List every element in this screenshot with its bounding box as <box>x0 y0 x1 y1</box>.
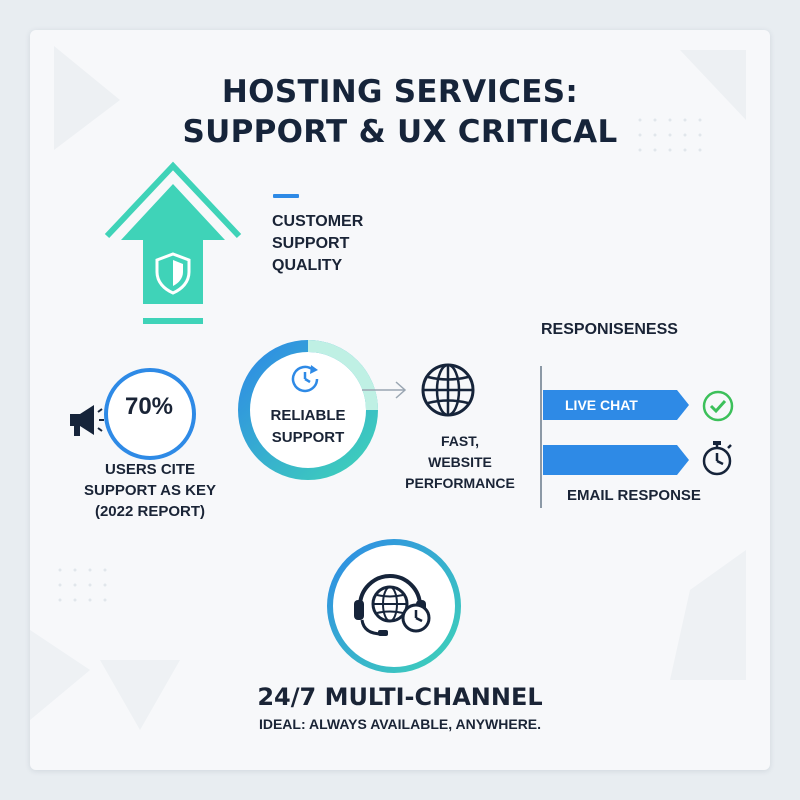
checkmark-icon <box>702 390 734 422</box>
perf-line-1: FAST, <box>440 433 480 449</box>
multichannel-title: 24/7 MULTI-CHANNEL <box>257 683 543 711</box>
stat-line-3: (2022 REPORT) <box>94 503 206 520</box>
accent-dash <box>273 194 299 198</box>
reliable-support-label: RELIABLE SUPPORT <box>246 405 370 449</box>
responsiveness-axis <box>540 366 542 508</box>
globe-icon <box>421 363 475 417</box>
clock-refresh-icon <box>291 365 319 393</box>
house-arrow-shield-icon <box>104 161 242 324</box>
reliable-line-2: SUPPORT <box>271 429 345 446</box>
email-response-label: EMAIL RESPONSE <box>567 487 701 504</box>
multichannel-ring <box>327 539 461 673</box>
responsiveness-title: RESPONISENESS <box>541 321 678 338</box>
stopwatch-icon <box>702 441 732 476</box>
live-chat-label: LIVE CHAT <box>565 397 638 413</box>
stat-line-2: SUPPORT AS KEY <box>84 482 216 499</box>
right-arrow-icon <box>362 381 407 399</box>
headset-globe-clock-icon <box>354 574 431 636</box>
performance-label: FAST, WEBSITE PERFORMANCE <box>395 431 525 494</box>
page-title: HOSTING SERVICES: SUPPORT & UX CRITICAL <box>0 72 800 152</box>
email-response-bar <box>543 445 689 475</box>
cq-line-2: SUPPORT <box>272 235 350 252</box>
customer-support-quality-label: CUSTOMER SUPPORT QUALITY <box>272 211 363 277</box>
cq-line-1: CUSTOMER <box>272 213 364 230</box>
title-line-1: HOSTING SERVICES: <box>221 74 579 110</box>
multichannel-subtitle: IDEAL: ALWAYS AVAILABLE, ANYWHERE. <box>258 716 542 732</box>
stat-percent: 70% <box>124 393 174 420</box>
megaphone-icon <box>70 405 104 436</box>
stat-line-1: USERS CITE <box>104 461 195 478</box>
title-line-2: SUPPORT & UX CRITICAL <box>182 114 618 150</box>
perf-line-2: WEBSITE <box>428 454 492 470</box>
stat-ring <box>104 368 196 460</box>
cq-line-3: QUALITY <box>272 257 343 274</box>
stat-description: USERS CITE SUPPORT AS KEY (2022 REPORT) <box>40 459 260 522</box>
reliable-line-1: RELIABLE <box>270 407 346 424</box>
reliable-support-ring <box>238 340 378 480</box>
background-decoration <box>30 46 746 730</box>
live-chat-bar: LIVE CHAT <box>543 390 689 420</box>
perf-line-3: PERFORMANCE <box>405 475 515 491</box>
